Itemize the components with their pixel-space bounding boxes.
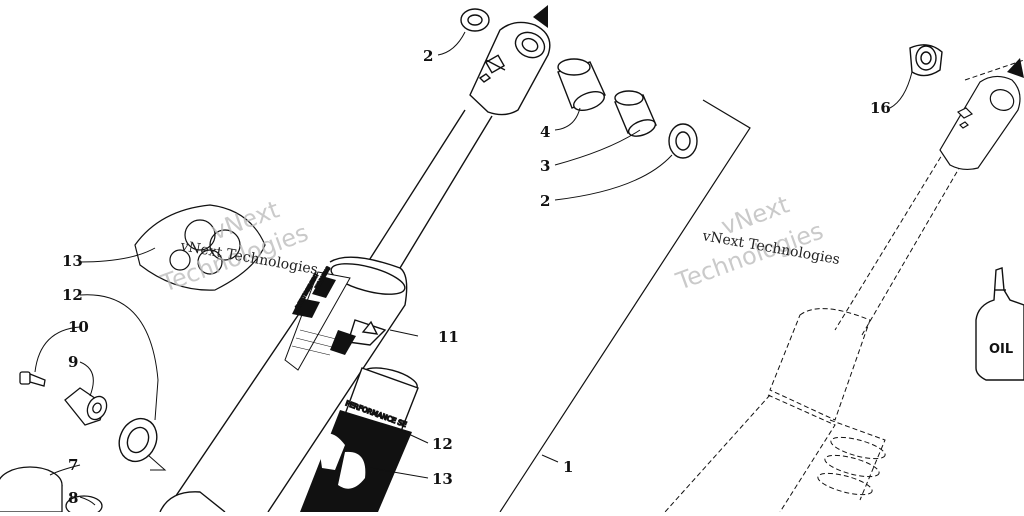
callout-4: 4 — [540, 123, 550, 141]
secondary-shock-outline — [664, 59, 1024, 513]
callout-13: 13 — [62, 252, 83, 270]
callout-6: 8 — [68, 489, 78, 507]
shock-body: WARNING AVERTISSEMENT PERFORMANCE SE — [159, 256, 419, 513]
washer-2-right — [668, 123, 698, 159]
callout-3: 3 — [540, 157, 550, 175]
arrow-pointer-icon-right — [1007, 58, 1024, 78]
oil-label: OIL — [989, 342, 1013, 357]
adjuster-knob-7 — [64, 387, 108, 426]
spring-seat-5 — [0, 466, 63, 513]
nut-16 — [909, 44, 943, 77]
bushing-4 — [557, 58, 606, 111]
callout-1: 1 — [563, 458, 573, 476]
washer-12 — [118, 417, 158, 463]
washer-2-top — [460, 8, 490, 32]
decal-sheet-13 — [134, 204, 266, 291]
callout-2-right: 2 — [540, 192, 550, 210]
leader-lines — [34, 31, 913, 506]
shock-shaft — [367, 109, 493, 269]
brand-label-section: PERFORMANCE SE — [300, 367, 419, 512]
spring-seat-6 — [65, 495, 103, 516]
callout-7: 9 — [68, 353, 78, 371]
screw-8 — [19, 371, 46, 387]
callout-9: 11 — [438, 328, 459, 346]
main-shock-absorber: WARNING AVERTISSEMENT PERFORMANCE SE — [159, 5, 551, 513]
callout-numbers: 2 4 3 2 13 12 10 9 11 12 13 7 8 1 16 — [62, 47, 891, 507]
callout-16: 16 — [870, 99, 891, 117]
callout-8: 10 — [68, 318, 89, 336]
oil-bottle: OIL — [975, 267, 1024, 381]
callout-12: 12 — [62, 286, 83, 304]
callout-2-top: 2 — [423, 47, 433, 65]
assembly-bracket-1 — [499, 99, 751, 513]
arrow-pointer-icon — [533, 5, 548, 28]
callout-11: 13 — [432, 470, 453, 488]
bushing-3 — [614, 90, 657, 137]
callout-10: 12 — [432, 435, 453, 453]
upper-eyelet — [469, 21, 551, 116]
watermarks: vNext Technologies vNext Technologies vN… — [157, 190, 842, 298]
secondary-upper-eyelet — [939, 75, 1021, 171]
callout-5: 7 — [68, 456, 78, 474]
